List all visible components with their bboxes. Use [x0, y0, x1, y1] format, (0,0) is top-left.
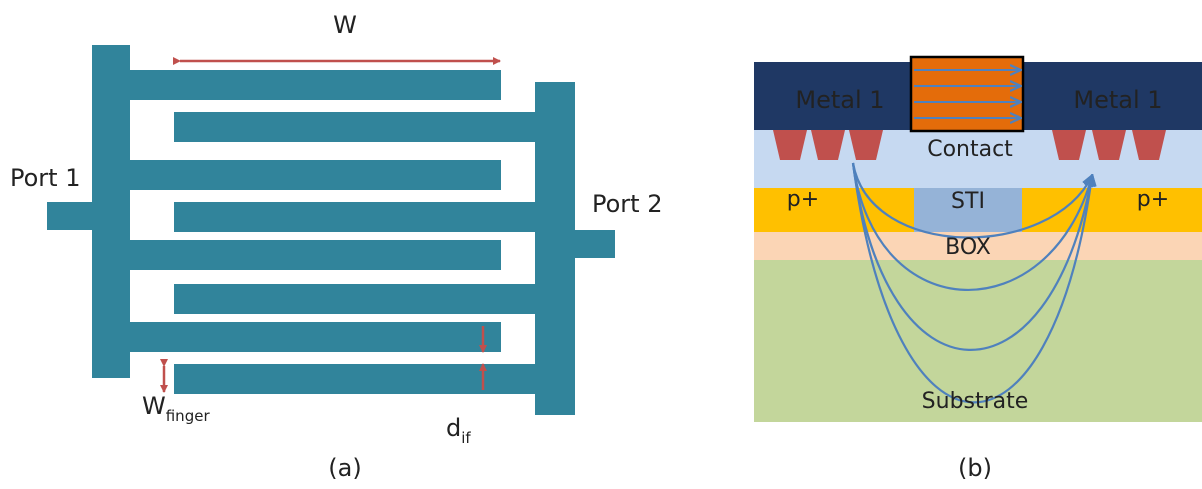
spacing-letter: d: [446, 414, 461, 442]
port1-label: Port 1: [10, 164, 80, 192]
finger-width-subscript: finger: [166, 407, 211, 425]
current-path-2: [851, 162, 1092, 291]
panel-b-caption: (b): [958, 454, 992, 482]
p-plus-right-region: [1022, 188, 1202, 232]
panel-b: Metal 1 Metal 1 Contact p+ STI p+ BOX Su…: [754, 55, 1202, 482]
via-1: [773, 130, 807, 160]
metal-current-arrows: [914, 70, 1020, 118]
substrate-current-paths: [851, 162, 1092, 404]
via-2: [811, 130, 845, 160]
port2-electrode: [174, 82, 615, 415]
box-label: BOX: [945, 235, 991, 260]
port2-label: Port 2: [592, 190, 662, 218]
current-path-3: [851, 162, 1092, 351]
current-path-4: [851, 162, 1092, 404]
substrate-label: Substrate: [922, 389, 1029, 414]
sti-region: [914, 188, 1022, 232]
panel-a-caption: (a): [328, 454, 361, 482]
metal1-left-label: Metal 1: [795, 86, 884, 114]
panel-a: W Port 1 Port 2 Wfinger dif (a): [10, 11, 662, 482]
contact-vias: [773, 130, 1166, 160]
spacing-subscript: if: [461, 429, 471, 447]
p-plus-left-region: [754, 188, 914, 232]
p-plus-left-label: p+: [787, 187, 819, 212]
via-3: [849, 130, 883, 160]
width-label: W: [333, 11, 357, 39]
via-6: [1132, 130, 1166, 160]
substrate-layer: [754, 260, 1202, 422]
metal1-right-label: Metal 1: [1073, 86, 1162, 114]
finger-width-label: Wfinger: [142, 392, 210, 425]
finger-width-letter: W: [142, 392, 166, 420]
spacing-label: dif: [446, 414, 471, 447]
p-plus-right-label: p+: [1137, 187, 1169, 212]
contact-label: Contact: [927, 137, 1013, 162]
sti-label: STI: [951, 189, 985, 214]
port1-electrode: [47, 45, 501, 378]
via-5: [1092, 130, 1126, 160]
via-4: [1052, 130, 1086, 160]
metal-current-block: [909, 55, 1025, 133]
current-path-1: [851, 162, 1092, 239]
